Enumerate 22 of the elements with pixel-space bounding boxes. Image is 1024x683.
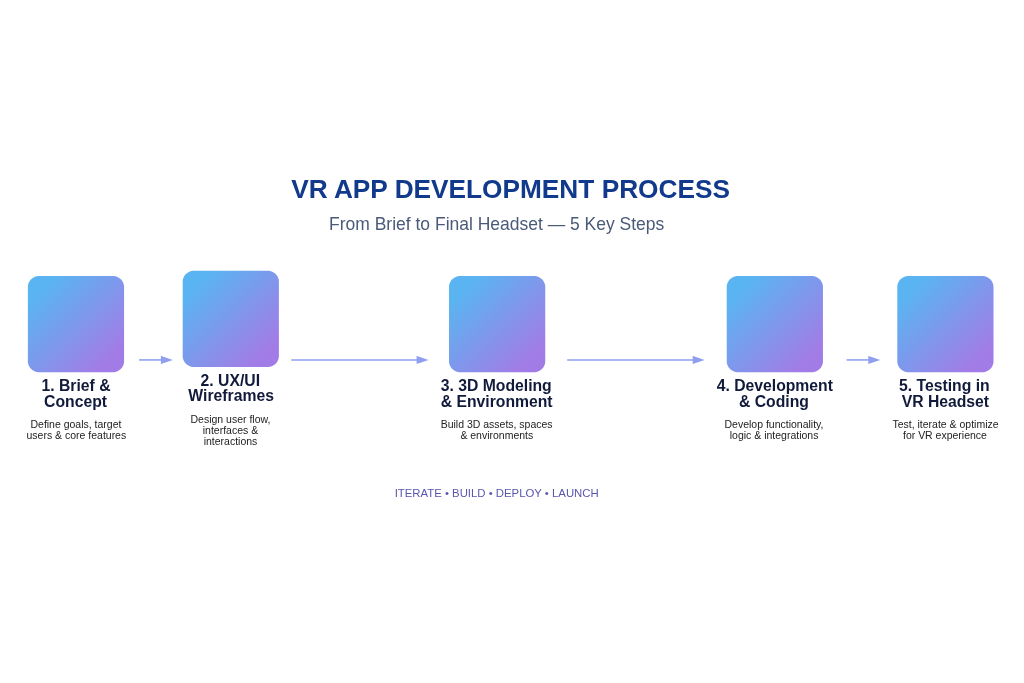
arrow: [290, 355, 429, 364]
arrow: [845, 355, 881, 364]
label: From Brief to Final Headset — 5 Key Steps: [329, 213, 665, 234]
node-label: Develop functionality, logic & integrations: [724, 418, 824, 441]
node-box: [182, 270, 279, 367]
node-label: Define goals, target users & core features: [26, 418, 127, 441]
node-label: 5. Testing in VR Headset: [899, 376, 990, 410]
node-label: 3. 3D Modeling & Environment: [440, 376, 553, 410]
node-box: [27, 275, 125, 372]
diagram-title: VR APP DEVELOPMENT PROCESS: [291, 173, 730, 204]
node-box: [897, 275, 994, 372]
node-label: Build 3D assets, spaces & environments: [440, 418, 553, 441]
node-label: Test, iterate & optimize for VR experience: [892, 418, 999, 441]
node-label: 2. UX/UI Wireframes: [188, 371, 274, 404]
node-label: 1. Brief & Concept: [41, 376, 111, 410]
arrow: [138, 355, 173, 364]
label: ITERATE • BUILD • DEPLOY • LAUNCH: [394, 486, 599, 499]
node-label: Design user flow, interfaces & interactions: [190, 413, 271, 447]
arrow: [566, 355, 705, 364]
node-label: 4. Development & Coding: [716, 376, 833, 410]
node-box: [449, 275, 546, 372]
node-box: [726, 275, 823, 372]
